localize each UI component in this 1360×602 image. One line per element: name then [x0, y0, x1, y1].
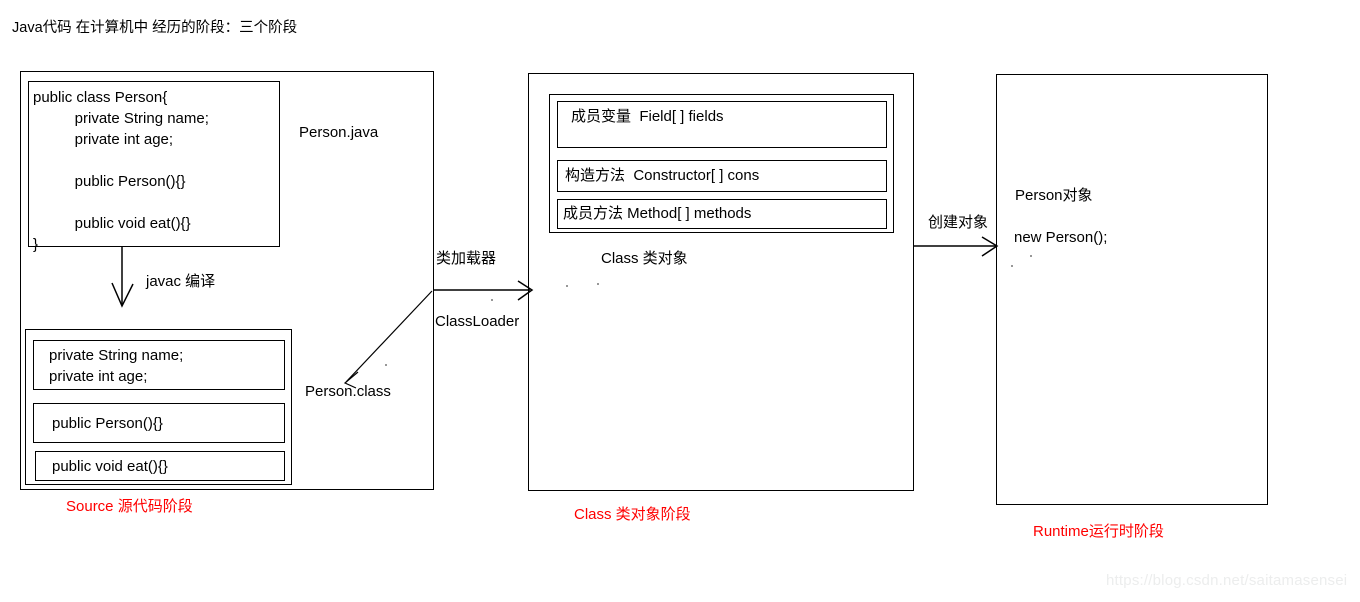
class-object-caption: Class 类对象 — [601, 250, 688, 267]
artifact-speck — [597, 283, 599, 285]
source-stage-container — [20, 71, 434, 490]
class-file-method-text: public void eat(){} — [52, 458, 168, 475]
classloader-arrow — [434, 280, 534, 301]
create-object-label: 创建对象 — [928, 214, 989, 231]
class-object-fields-text: 成员变量 Field[ ] fields — [571, 108, 724, 125]
classloader-cn-label: 类加载器 — [436, 250, 497, 267]
page-title: Java代码 在计算机中 经历的阶段：三个阶段 — [12, 20, 298, 36]
source-code-box — [28, 81, 280, 247]
class-object-box — [549, 94, 894, 233]
person-class-label: Person.class — [305, 383, 391, 400]
class-file-method-box — [35, 451, 285, 481]
runtime-stage-label: Runtime运行时阶段 — [1033, 523, 1164, 540]
source-stage-label: Source 源代码阶段 — [66, 498, 193, 515]
class-file-fields-text: private String name; private int age; — [49, 347, 184, 385]
classloader-en-label: ClassLoader — [435, 313, 520, 330]
create-object-arrow — [914, 236, 999, 257]
class-object-methods-text: 成员方法 Method[ ] methods — [563, 205, 752, 222]
class-object-stage-label: Class 类对象阶段 — [574, 506, 691, 523]
class-object-fields-box — [557, 101, 887, 148]
artifact-speck — [491, 299, 493, 301]
runtime-object-label: Person对象 — [1015, 187, 1093, 204]
artifact-speck — [1030, 255, 1032, 257]
artifact-speck — [1011, 265, 1013, 267]
runtime-new-statement: new Person(); — [1014, 229, 1108, 246]
class-object-constructors-box — [557, 160, 887, 192]
artifact-speck — [385, 364, 387, 366]
class-object-constructors-text: 构造方法 Constructor[ ] cons — [565, 167, 760, 184]
source-code-text: public class Person{ private String name… — [33, 89, 209, 253]
class-object-methods-box — [557, 199, 887, 229]
javac-compile-label: javac 编译 — [146, 273, 216, 290]
watermark: https://blog.csdn.net/saitamasensei — [1106, 572, 1348, 589]
class-file-constructor-box — [33, 403, 285, 443]
person-java-label: Person.java — [299, 124, 379, 141]
class-file-fields-box — [33, 340, 285, 390]
artifact-speck — [566, 285, 568, 287]
runtime-stage-container — [996, 74, 1268, 505]
class-file-box — [25, 329, 292, 485]
class-file-constructor-text: public Person(){} — [52, 415, 163, 432]
